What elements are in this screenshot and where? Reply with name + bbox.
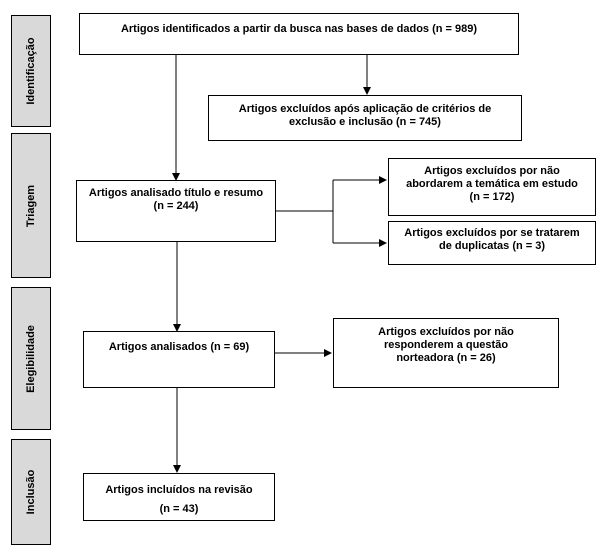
phase-elegibilidade: Elegibilidade [11,287,51,430]
box-excluidos-criterios: Artigos excluídos após aplicação de crit… [208,95,522,141]
phase-identificacao: Identificação [11,15,51,127]
phase-triagem: Triagem [11,133,51,278]
text-excluidos-questao: Artigos excluídos por não responderem a … [378,326,514,364]
text-excluidos-criterios: Artigos excluídos após aplicação de crit… [238,103,492,128]
text-analisados: Artigos analisados (n = 69) [108,341,250,353]
text-identificados: Artigos identificados a partir da busca … [120,23,478,35]
box-excluidos-tematica: Artigos excluídos por não abordarem a te… [388,158,596,216]
box-incluidos: Artigos incluídos na revisão (n = 43) [83,473,275,521]
flow-diagram: Identificação Triagem Elegibilidade Incl… [11,0,607,553]
text-excluidos-duplicatas: Artigos excluídos por se tratarem de dup… [404,227,580,252]
connector-lines [172,55,387,473]
text-excluidos-tematica: Artigos excluídos por não abordarem a te… [406,165,578,203]
text-analisado-titulo: Artigos analisado título e resumo (n = 2… [88,187,264,212]
phase-inclusao: Inclusão [11,439,51,545]
box-analisado-titulo: Artigos analisado título e resumo (n = 2… [76,180,276,242]
box-excluidos-duplicatas: Artigos excluídos por se tratarem de dup… [388,221,596,265]
box-analisados: Artigos analisados (n = 69) [83,331,275,388]
text-incluidos-n: (n = 43) [159,503,199,515]
box-excluidos-questao: Artigos excluídos por não responderem a … [333,318,559,388]
text-incluidos-label: Artigos incluídos na revisão [105,484,253,496]
box-identificados: Artigos identificados a partir da busca … [79,13,519,55]
